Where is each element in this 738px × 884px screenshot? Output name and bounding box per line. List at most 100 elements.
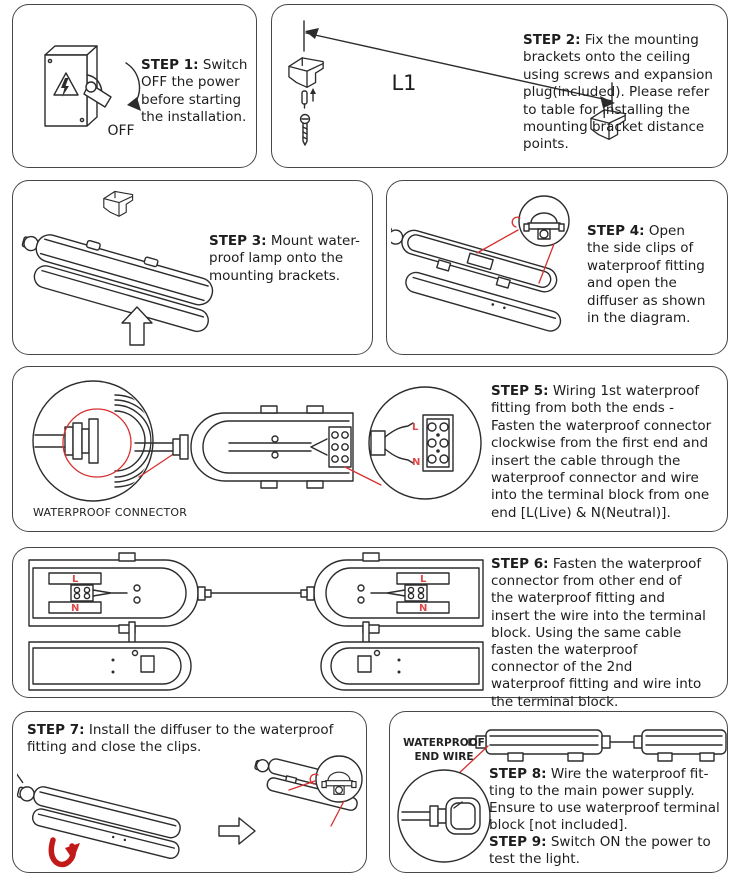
rotate-hint-icon — [511, 216, 521, 228]
side-clip — [118, 552, 136, 562]
power-wiring-diagram — [397, 729, 727, 863]
mounting-bracket-icon — [590, 109, 626, 140]
step2-panel: L1 STEP 2: Fix the mounting brackets ont… — [271, 4, 728, 168]
red-highlight-circle — [62, 408, 132, 478]
wiring-diagram: L N — [32, 380, 482, 502]
step6-body: Fasten the waterproof connector from oth… — [491, 556, 706, 710]
step9-title: STEP 9: — [489, 834, 547, 850]
step1-panel: OFF STEP 1: Switch OFF the power before … — [12, 4, 257, 168]
latch — [140, 655, 155, 673]
end-wire-connector — [468, 738, 477, 746]
ceiling-brackets-diagram: L1 — [288, 20, 626, 146]
diffuser — [33, 265, 209, 333]
step6-panel: L N L N — [12, 547, 728, 710]
side-clip — [260, 405, 278, 414]
step3-panel: STEP 3: Mount water-proof lamp onto the … — [12, 180, 373, 355]
rotate-arc-icon — [125, 62, 141, 104]
step1-text: STEP 1: Switch OFF the power before star… — [141, 57, 255, 127]
side-clip — [567, 752, 584, 762]
off-label: OFF — [107, 123, 134, 139]
warning-triangle-icon — [53, 72, 79, 96]
diffuser-1-top-view — [28, 641, 192, 691]
close-clips-diagram — [17, 755, 363, 868]
lamp-run-side-view — [468, 729, 727, 762]
step1-body: Switch OFF the power before starting the… — [141, 57, 248, 126]
step5-text: STEP 5: Wiring 1st waterproof fitting fr… — [491, 383, 721, 522]
two-fittings-diagram: L N L N — [28, 552, 484, 691]
lamp-closed — [17, 766, 181, 860]
step6-text: STEP 6: Fasten the waterproof connector … — [491, 556, 706, 711]
leader-line — [288, 780, 316, 791]
step4-body: Open the side clips of waterproof fittin… — [587, 223, 706, 327]
terminal-block — [404, 584, 428, 602]
step7-title: STEP 7: — [27, 722, 85, 738]
mounting-bracket-icon — [288, 57, 324, 88]
terminal-block — [328, 426, 352, 468]
neutral-label: N — [71, 603, 79, 614]
step1-title: STEP 1: — [141, 57, 199, 73]
side-clip — [85, 239, 101, 251]
step5-body: Wiring 1st waterproof fitting from both … — [491, 383, 712, 521]
leader-line — [330, 800, 345, 827]
leader-line — [455, 745, 489, 777]
mount-lamp-diagram — [21, 190, 214, 346]
step3-body: Mount water-proof lamp onto the mounting… — [209, 233, 360, 284]
side-clip — [436, 259, 452, 272]
power-switch-diagram: OFF — [44, 45, 141, 139]
fitting-2-top-view: L N — [300, 552, 484, 634]
step5-panel: L N WATERPROOF CONNECTOR STEP 5: Wiring … — [12, 366, 728, 532]
step6-title: STEP 6: — [491, 556, 549, 572]
side-clip — [306, 405, 324, 414]
lamp-top-view — [190, 405, 354, 489]
terminal-zoom-circle: L N — [368, 386, 482, 500]
leader-line — [476, 229, 519, 254]
neutral-label: N — [419, 603, 427, 614]
side-clip — [306, 480, 324, 489]
flip-arrowhead-icon — [65, 843, 80, 860]
side-clip — [507, 752, 524, 762]
side-clip — [699, 752, 715, 762]
rotate-hint-icon — [309, 773, 319, 785]
step7-text: STEP 7: Install the diffuser to the wate… — [27, 722, 357, 757]
side-clip — [495, 276, 511, 289]
side-clip — [260, 480, 278, 489]
live-label: L — [420, 574, 427, 585]
terminal-block — [70, 584, 94, 602]
distance-label: L1 — [391, 71, 416, 95]
step8-text: STEP 8: Wire the waterproof fit-ting to … — [489, 766, 729, 834]
right-arrow-icon — [218, 817, 256, 845]
side-clip — [657, 752, 673, 762]
step9-text: STEP 9: Switch ON the power to test the … — [489, 834, 729, 868]
power-switch-icon — [44, 45, 141, 127]
expansion-plug-icon — [301, 88, 316, 109]
step8-title: STEP 8: — [489, 766, 547, 782]
clip-detail-icon — [523, 212, 565, 240]
neutral-label: N — [412, 457, 420, 468]
waterproof-end-wire-label: WATERPROOF END WIRE — [403, 737, 485, 763]
step4-text: STEP 4: Open the side clips of waterproo… — [587, 223, 709, 327]
side-clip — [143, 256, 159, 268]
step3-title: STEP 3: — [209, 233, 267, 249]
step7-panel: STEP 7: Install the diffuser to the wate… — [12, 711, 367, 873]
step8-body: Wire the waterproof fit-ting to the main… — [489, 766, 720, 833]
live-label: L — [412, 422, 419, 433]
leader-line — [538, 243, 555, 284]
open-clips-diagram — [391, 195, 570, 332]
rotate-arrowhead-icon — [127, 97, 141, 111]
step4-title: STEP 4: — [587, 223, 645, 239]
step8-panel: WATERPROOF END WIRE STEP 8: Wire the wat… — [389, 711, 728, 873]
step2-body: Fix the mounting brackets onto the ceili… — [523, 32, 713, 153]
mounting-bracket-icon — [103, 190, 134, 217]
end-wire — [401, 811, 431, 821]
distance-line — [305, 32, 613, 102]
step2-title: STEP 2: — [523, 32, 581, 48]
diffuser-2-top-view — [320, 641, 484, 691]
step3-text: STEP 3: Mount water-proof lamp onto the … — [209, 233, 369, 285]
lightning-bolt-icon — [61, 78, 69, 97]
live-label: L — [72, 574, 79, 585]
clip-detail-icon — [321, 771, 357, 795]
leader-line — [138, 452, 176, 478]
step9-body: Switch ON the power to test the light. — [489, 834, 711, 867]
cable — [134, 442, 174, 452]
